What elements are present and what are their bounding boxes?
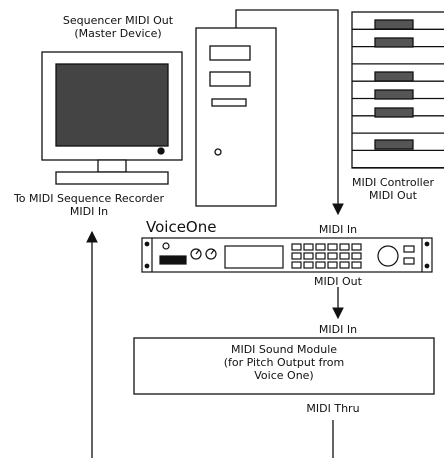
black-key (374, 37, 414, 48)
voiceone-midi-in-label: MIDI In (318, 223, 358, 236)
tower-power-led (214, 148, 222, 156)
rack-button (291, 252, 302, 260)
sound-module-line-3: Voice One) (254, 369, 314, 382)
black-key (374, 89, 414, 100)
monitor-neck (97, 159, 127, 173)
rack-button (315, 252, 326, 260)
midi-sound-module (133, 337, 435, 395)
black-key (374, 71, 414, 82)
rack-button (315, 243, 326, 251)
midi-keyboard (351, 11, 444, 169)
monitor-base (55, 171, 169, 185)
sound-module-text: MIDI Sound Module (for Pitch Output from… (174, 343, 394, 382)
power-button (157, 147, 165, 155)
sequencer-out-line-2: (Master Device) (74, 27, 162, 40)
rack-button (351, 261, 362, 269)
black-key (374, 139, 414, 150)
recorder-in-label: To MIDI Sequence Recorder MIDI In (2, 192, 176, 218)
module-midi-in-label: MIDI In (318, 323, 358, 336)
computer-tower (195, 27, 277, 207)
rack-button (303, 252, 314, 260)
computer-monitor (41, 51, 183, 185)
sequencer-out-label: Sequencer MIDI Out (Master Device) (48, 14, 188, 40)
drive-slot (211, 98, 247, 107)
controller-label: MIDI Controller MIDI Out (342, 176, 444, 202)
data-wheel (377, 245, 399, 267)
rack-button (351, 243, 362, 251)
power-switch (162, 242, 170, 250)
rack-screw (424, 241, 430, 247)
rack-button (327, 252, 338, 260)
lcd-display (224, 245, 284, 269)
midi-cables (86, 9, 344, 458)
rack-button (303, 261, 314, 269)
voiceone-unit (141, 237, 433, 273)
monitor-screen (55, 63, 169, 147)
module-midi-thru-label: MIDI Thru (306, 402, 360, 415)
rack-button-small (403, 257, 415, 265)
rack-button (327, 261, 338, 269)
rack-button (351, 252, 362, 260)
rack-button (327, 243, 338, 251)
rack-button (339, 252, 350, 260)
rack-button (303, 243, 314, 251)
rack-button (291, 261, 302, 269)
drive-bay-1 (209, 45, 251, 61)
voiceone-midi-out-label: MIDI Out (314, 275, 362, 288)
knob-indicator (195, 249, 200, 255)
controller-line-2: MIDI Out (369, 189, 417, 202)
black-key (374, 107, 414, 118)
cable-tower-to-voiceone (235, 9, 344, 216)
rack-button (339, 243, 350, 251)
knob-indicator (210, 249, 215, 255)
sequencer-out-line-1: Sequencer MIDI Out (62, 14, 174, 27)
recorder-in-line-2: MIDI In (69, 205, 109, 218)
rack-button-small (403, 245, 415, 253)
voiceone-brand-label: VoiceOne (146, 218, 217, 236)
recorder-in-line-1: To MIDI Sequence Recorder (13, 192, 165, 205)
black-key (374, 19, 414, 30)
rack-screw (144, 241, 150, 247)
controller-line-1: MIDI Controller (351, 176, 435, 189)
rack-screw (424, 263, 430, 269)
drive-bay-2 (209, 71, 251, 87)
sound-module-line-2: (for Pitch Output from (223, 356, 345, 369)
sound-module-line-1: MIDI Sound Module (230, 343, 338, 356)
rack-button (291, 243, 302, 251)
rack-button (315, 261, 326, 269)
input-jack (159, 255, 187, 265)
rack-button (339, 261, 350, 269)
rack-screw (144, 263, 150, 269)
